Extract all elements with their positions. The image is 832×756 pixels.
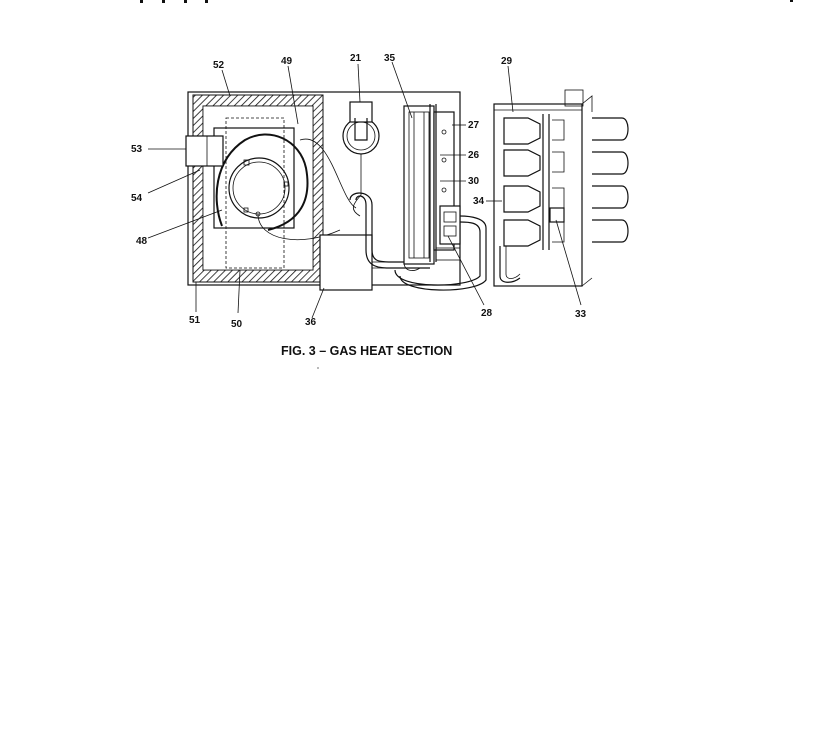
callout-30: 30 (468, 176, 480, 187)
callout-50: 50 (231, 319, 243, 330)
inducer-blower-scroll (215, 133, 309, 231)
callout-labels: 52 49 21 35 29 27 26 30 34 53 54 48 51 5… (131, 53, 587, 330)
control-box (319, 234, 405, 291)
callout-54: 54 (131, 193, 143, 204)
callout-36: 36 (305, 317, 317, 328)
inducer-motor (228, 157, 290, 219)
heat-exchanger-assembly (403, 104, 461, 271)
burners (503, 114, 565, 250)
igniter (549, 207, 565, 223)
figure-caption: FIG. 3 – GAS HEAT SECTION (281, 344, 452, 358)
callout-27: 27 (468, 120, 480, 131)
gas-line (349, 192, 487, 291)
leader-lines (147, 61, 582, 319)
pressure-switch (342, 101, 380, 217)
heat-exchanger-tubes (592, 117, 629, 243)
callout-53: 53 (131, 144, 143, 155)
callout-29: 29 (501, 56, 513, 67)
callout-35: 35 (384, 53, 396, 64)
burner-side-view (493, 89, 629, 287)
cabinet-front-view (185, 91, 461, 286)
callout-52: 52 (213, 60, 225, 71)
vent-outlet (185, 135, 224, 167)
callout-48: 48 (136, 236, 148, 247)
callout-51: 51 (189, 315, 201, 326)
callout-33: 33 (575, 309, 587, 320)
callout-28: 28 (481, 308, 493, 319)
callout-21: 21 (350, 53, 362, 64)
callout-26: 26 (468, 150, 480, 161)
scan-speck (317, 367, 319, 369)
callout-34: 34 (473, 196, 485, 207)
callout-49: 49 (281, 56, 293, 67)
scan-artifact-marks (140, 0, 793, 3)
